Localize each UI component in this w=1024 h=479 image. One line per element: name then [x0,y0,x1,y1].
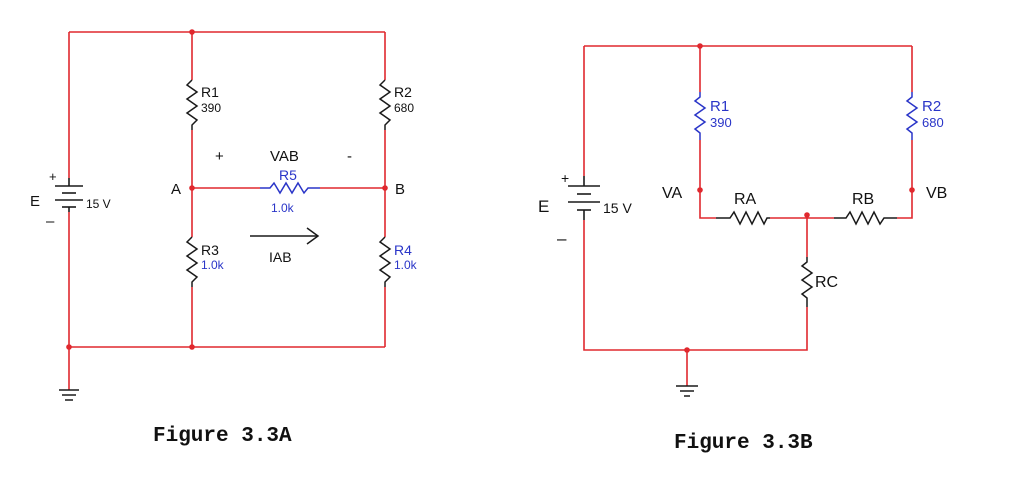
fig-b-battery-symbol [568,176,600,220]
fig-b-source-name: E [538,197,549,216]
fig-a-vab-label: VAB [270,148,299,165]
figure-3-3b: + – E 15 V R1 390 R2 680 RA RB RC VA VB … [538,43,947,455]
fig-b-ground-symbol [676,385,698,397]
fig-b-node-vb [909,187,915,193]
fig-a-r4-resistor [378,236,392,287]
fig-b-r2-value: 680 [922,115,944,130]
fig-b-source-minus: – [557,229,567,248]
fig-a-node-top [189,29,195,35]
fig-a-iab-label: IAB [269,249,292,265]
fig-b-ra-resistor [716,210,770,226]
figure-3-3a: + – E 15 V R1 390 R2 680 R3 1.0k R4 1.0k… [30,29,418,448]
fig-a-r4-value: 1.0k [394,258,418,272]
fig-b-node-top [697,43,703,49]
fig-b-source-plus: + [561,170,569,186]
fig-b-va-label: VA [662,185,682,202]
fig-a-r5-name: R5 [279,167,297,183]
fig-b-rc-resistor [800,257,814,307]
fig-b-wires [583,45,913,386]
fig-a-r3-resistor [185,236,199,287]
fig-a-r5-value: 1.0k [271,201,295,215]
fig-b-r1-value: 390 [710,115,732,130]
fig-a-vab-minus: - [347,148,352,165]
fig-b-r2-resistor [905,92,919,140]
fig-a-r1-resistor [185,79,199,130]
fig-b-r2-name: R2 [922,98,941,115]
fig-a-source-plus: + [49,169,57,184]
fig-b-r1-name: R1 [710,98,729,115]
fig-a-r4-name: R4 [394,242,412,258]
fig-b-rb-label: RB [852,191,874,208]
fig-a-r2-resistor [378,79,392,130]
fig-a-r5-resistor [260,181,320,195]
fig-a-node-b [382,185,388,191]
fig-a-battery-symbol [55,178,83,212]
fig-a-node-bottom [189,344,195,350]
fig-b-ra-label: RA [734,191,757,208]
fig-a-node-ground [66,344,72,350]
fig-b-rc-label: RC [815,274,838,291]
fig-a-ground-symbol [59,389,79,401]
fig-a-vab-plus: + [215,148,224,165]
fig-a-r3-name: R3 [201,242,219,258]
fig-b-source-value: 15 V [603,200,632,216]
fig-a-caption: Figure 3.3A [153,425,292,448]
fig-a-source-name: E [30,193,40,210]
fig-a-r2-name: R2 [394,84,412,100]
fig-a-current-arrow [250,227,320,245]
fig-a-label-b: B [395,181,405,198]
fig-b-r1-resistor [693,92,707,140]
fig-b-node-ground [684,347,690,353]
fig-a-source-minus: – [46,213,55,230]
fig-b-node-va [697,187,703,193]
fig-a-r1-name: R1 [201,84,219,100]
fig-b-caption: Figure 3.3B [674,432,813,455]
fig-a-r2-value: 680 [394,101,414,115]
fig-a-node-a [189,185,195,191]
fig-b-rb-resistor [834,210,897,226]
fig-a-label-a: A [171,181,181,198]
fig-a-r3-value: 1.0k [201,258,225,272]
fig-a-wires [68,31,386,390]
fig-b-vb-label: VB [926,185,947,202]
fig-a-r1-value: 390 [201,101,221,115]
fig-b-node-center [804,212,810,218]
fig-a-source-value: 15 V [86,197,111,211]
